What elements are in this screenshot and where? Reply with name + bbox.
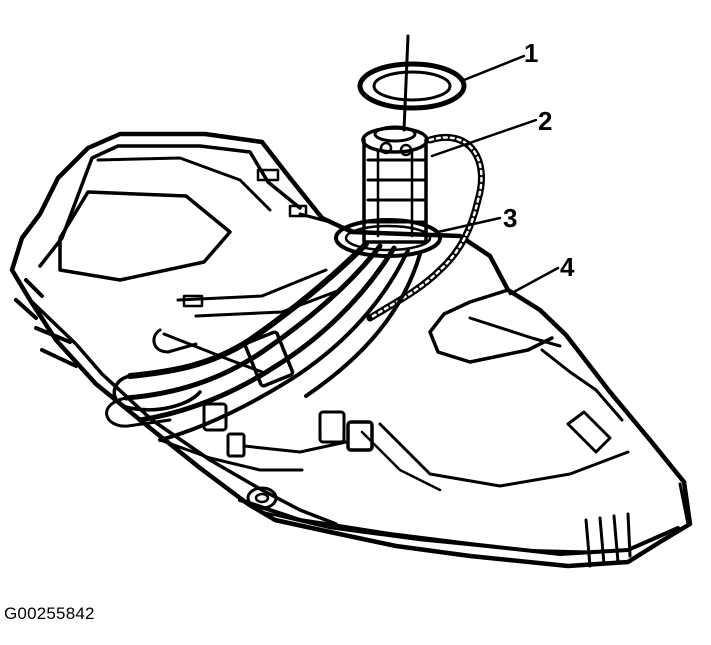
- seal-ring-icon: [357, 61, 467, 111]
- fuel-tank-icon: [9, 131, 693, 569]
- figure-id: G00255842: [4, 604, 95, 623]
- leader-line-2: [430, 118, 538, 158]
- callout-1: 1: [524, 38, 539, 68]
- leader-line-3: [436, 216, 502, 234]
- fuel-pump-module-icon: [105, 34, 485, 472]
- callout-3: 3: [503, 203, 518, 233]
- callout-2: 2: [538, 106, 553, 136]
- leader-lines: [430, 54, 560, 296]
- callout-4: 4: [560, 252, 575, 282]
- leader-line-1: [462, 54, 526, 82]
- leader-line-4: [508, 266, 560, 296]
